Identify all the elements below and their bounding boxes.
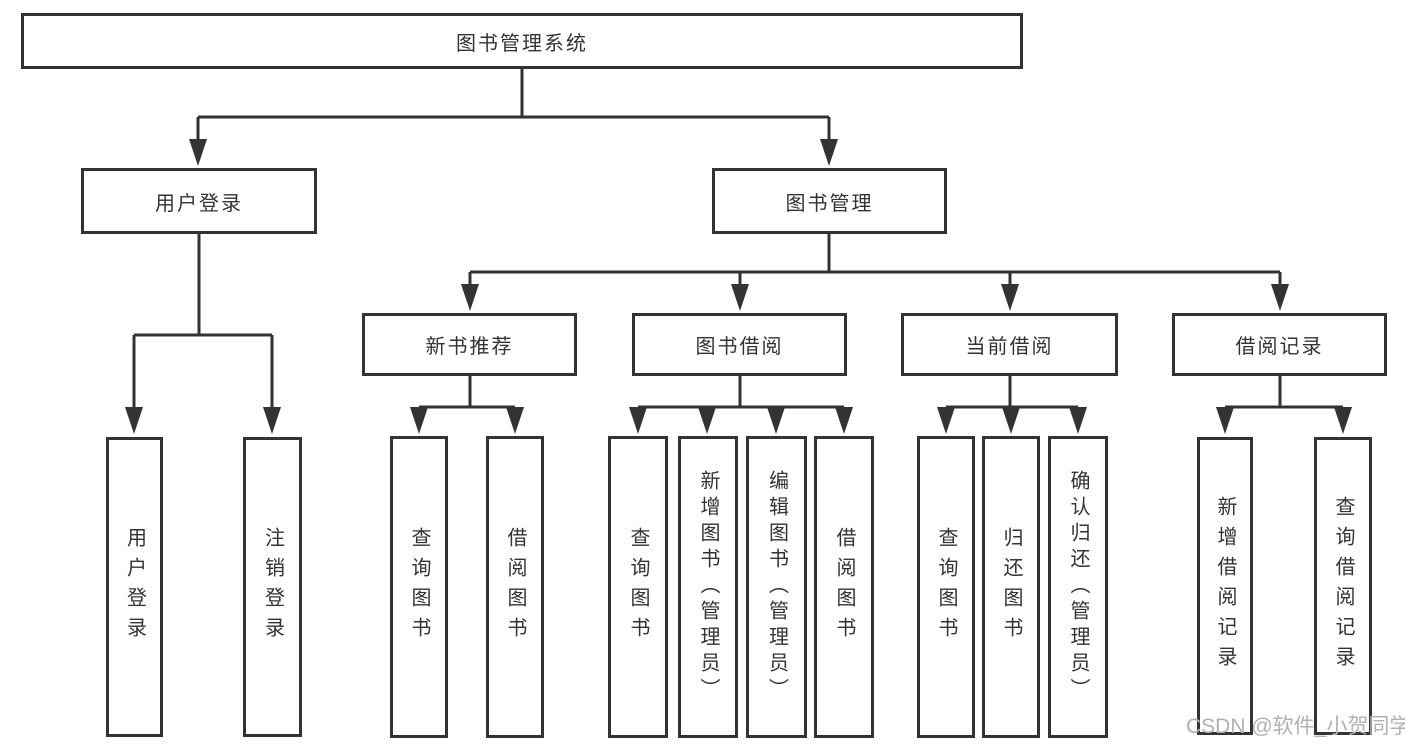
leaf-user-login: 用户登录: [106, 437, 163, 737]
leaf-label: 查询图书: [627, 527, 649, 647]
leaf-return-books: 归还图书: [982, 436, 1040, 738]
node-new-book-recommend: 新书推荐: [362, 313, 577, 376]
node-label: 新书推荐: [425, 336, 514, 358]
leaf-label: 新增借阅记录: [1214, 496, 1236, 676]
leaf-edit-book-admin: 编辑图书（管理员）: [746, 436, 807, 738]
leaf-label: 查询图书: [935, 527, 957, 647]
node-label: 用户登录: [155, 192, 243, 215]
leaf-label: 借阅图书: [504, 527, 526, 647]
node-borrow-records: 借阅记录: [1172, 313, 1387, 376]
leaf-add-book-admin: 新增图书（管理员）: [678, 436, 738, 738]
node-book-borrow: 图书借阅: [632, 313, 847, 376]
leaf-add-borrow-record: 新增借阅记录: [1197, 437, 1253, 735]
node-user-login: 用户登录: [81, 168, 317, 234]
leaf-query-books-2: 查询图书: [608, 436, 668, 738]
leaf-label: 注销登录: [261, 527, 284, 647]
leaf-borrow-books-2: 借阅图书: [814, 436, 874, 738]
watermark: CSDN @软件_小贺同学: [1186, 715, 1405, 738]
leaf-query-borrow-record: 查询借阅记录: [1314, 437, 1372, 735]
leaf-label: 查询借阅记录: [1332, 496, 1354, 676]
node-label: 借阅记录: [1235, 336, 1324, 358]
leaf-label: 查询图书: [408, 527, 430, 647]
node-label: 图书管理系统: [456, 32, 588, 55]
node-label: 图书管理: [785, 192, 874, 215]
leaf-borrow-books-1: 借阅图书: [486, 436, 544, 738]
leaf-label: 归还图书: [1000, 527, 1022, 647]
leaf-query-books-1: 查询图书: [390, 436, 448, 738]
leaf-label: 新增图书（管理员）: [697, 470, 719, 704]
leaf-query-books-3: 查询图书: [917, 436, 975, 738]
node-label: 图书借阅: [695, 336, 784, 358]
leaf-label: 确认归还（管理员）: [1067, 470, 1089, 704]
arrowheads: [125, 139, 1352, 434]
leaf-label: 用户登录: [123, 527, 146, 647]
node-label: 当前借阅: [965, 336, 1054, 358]
leaf-label: 编辑图书（管理员）: [765, 470, 788, 704]
node-book-management: 图书管理: [712, 168, 947, 234]
leaf-confirm-return-admin: 确认归还（管理员）: [1048, 436, 1108, 738]
leaf-label: 借阅图书: [833, 527, 855, 647]
node-root: 图书管理系统: [21, 13, 1023, 69]
leaf-logout: 注销登录: [243, 437, 302, 737]
node-current-borrow: 当前借阅: [901, 313, 1118, 376]
